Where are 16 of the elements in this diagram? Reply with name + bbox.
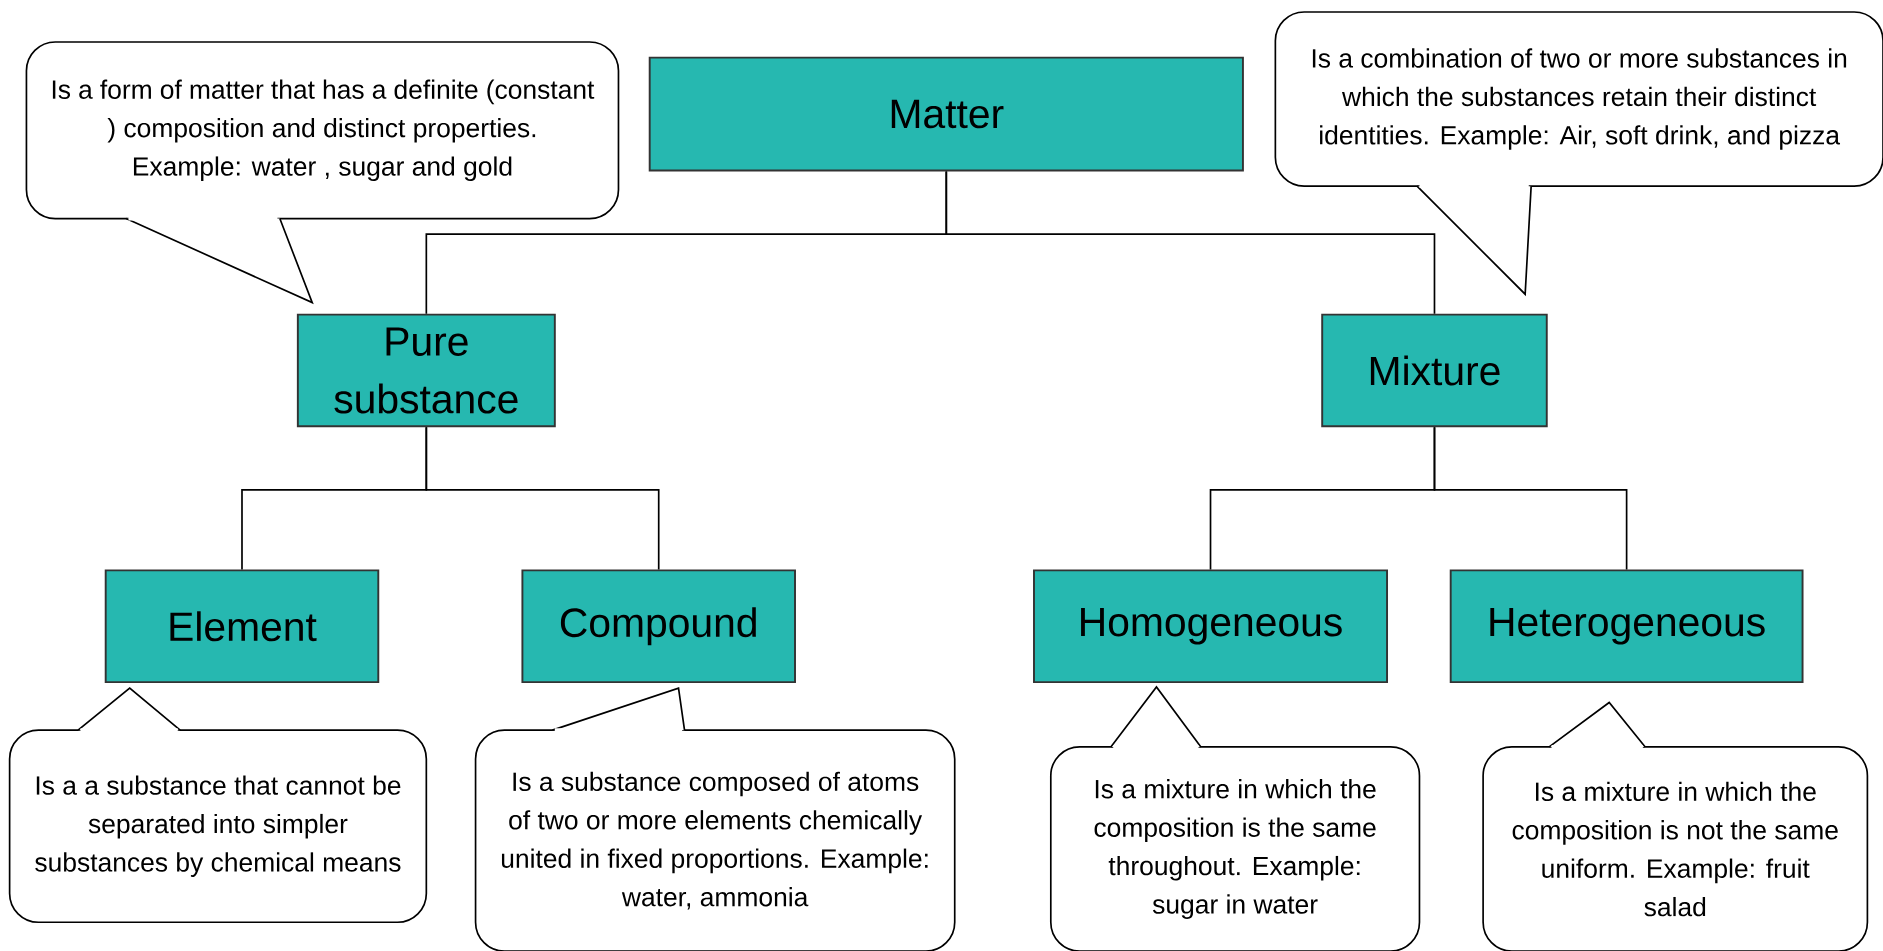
category-box: Heterogeneous: [1449, 569, 1804, 683]
category-box: Matter: [648, 56, 1244, 172]
speech-bubble: Is a mixture in which the composition is not the same uniform. Example: fruit salad: [1482, 701, 1869, 951]
category-box: Pure substance: [296, 313, 556, 428]
connector-line: [425, 426, 660, 571]
speech-bubble: Is a substance composed of atoms of two or more elements chemically united in fixed proportions. Example: water, ammonia: [474, 686, 956, 951]
speech-bubble: Is a form of matter that has a definite (constant ) composition and distinct properties. Example: water , sugar and gold: [25, 41, 620, 305]
connector-line: [945, 170, 1436, 315]
category-box: Element: [104, 569, 380, 683]
connector-line: [1433, 426, 1628, 571]
speech-bubble: Is a mixture in which the composition is the same throughout. Example: sugar in water: [1049, 685, 1421, 951]
category-box: Homogeneous: [1033, 569, 1388, 683]
speech-bubble: Is a combination of two or more substances in which the substances retain their distinct identities. Example: Air, soft drink, and pizza: [1274, 11, 1883, 297]
category-box: Compound: [521, 569, 796, 683]
speech-bubble: Is a a substance that cannot be separated into simpler substances by chemical means: [8, 686, 428, 924]
category-box: Mixture: [1321, 313, 1548, 428]
